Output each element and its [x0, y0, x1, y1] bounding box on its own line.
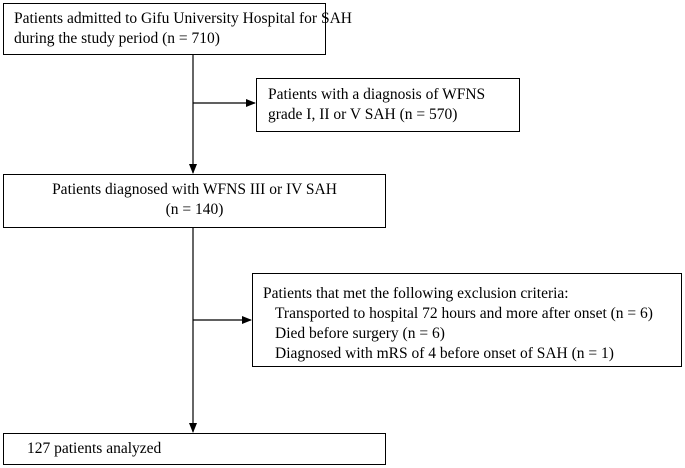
- box-admitted-patients: Patients admitted to Gifu University Hos…: [3, 3, 352, 55]
- box1-line2: during the study period (n = 710): [14, 30, 220, 47]
- box1-line1: Patients admitted to Gifu University Hos…: [14, 10, 352, 27]
- box4-header: Patients that met the following exclusio…: [263, 285, 569, 302]
- box-patients-analyzed: 127 patients analyzed: [3, 433, 386, 465]
- exclusion-item: Diagnosed with mRS of 4 before onset of …: [275, 345, 614, 362]
- box-wfns-i-ii-v: Patients with a diagnosis of WFNS grade …: [256, 78, 520, 132]
- box-wfns-iii-iv: Patients diagnosed with WFNS III or IV S…: [3, 174, 386, 228]
- exclusion-item: Died before surgery (n = 6): [275, 325, 445, 342]
- box2-line1: Patients with a diagnosis of WFNS: [268, 86, 486, 103]
- box3-line1: Patients diagnosed with WFNS III or IV S…: [52, 181, 337, 198]
- box2-line2: grade I, II or V SAH (n = 570): [268, 106, 458, 123]
- box-exclusion-criteria: Patients that met the following exclusio…: [252, 273, 682, 367]
- exclusion-item: Transported to hospital 72 hours and mor…: [275, 305, 653, 322]
- box5-line1: 127 patients analyzed: [27, 440, 162, 457]
- box3-line2: (n = 140): [165, 201, 224, 218]
